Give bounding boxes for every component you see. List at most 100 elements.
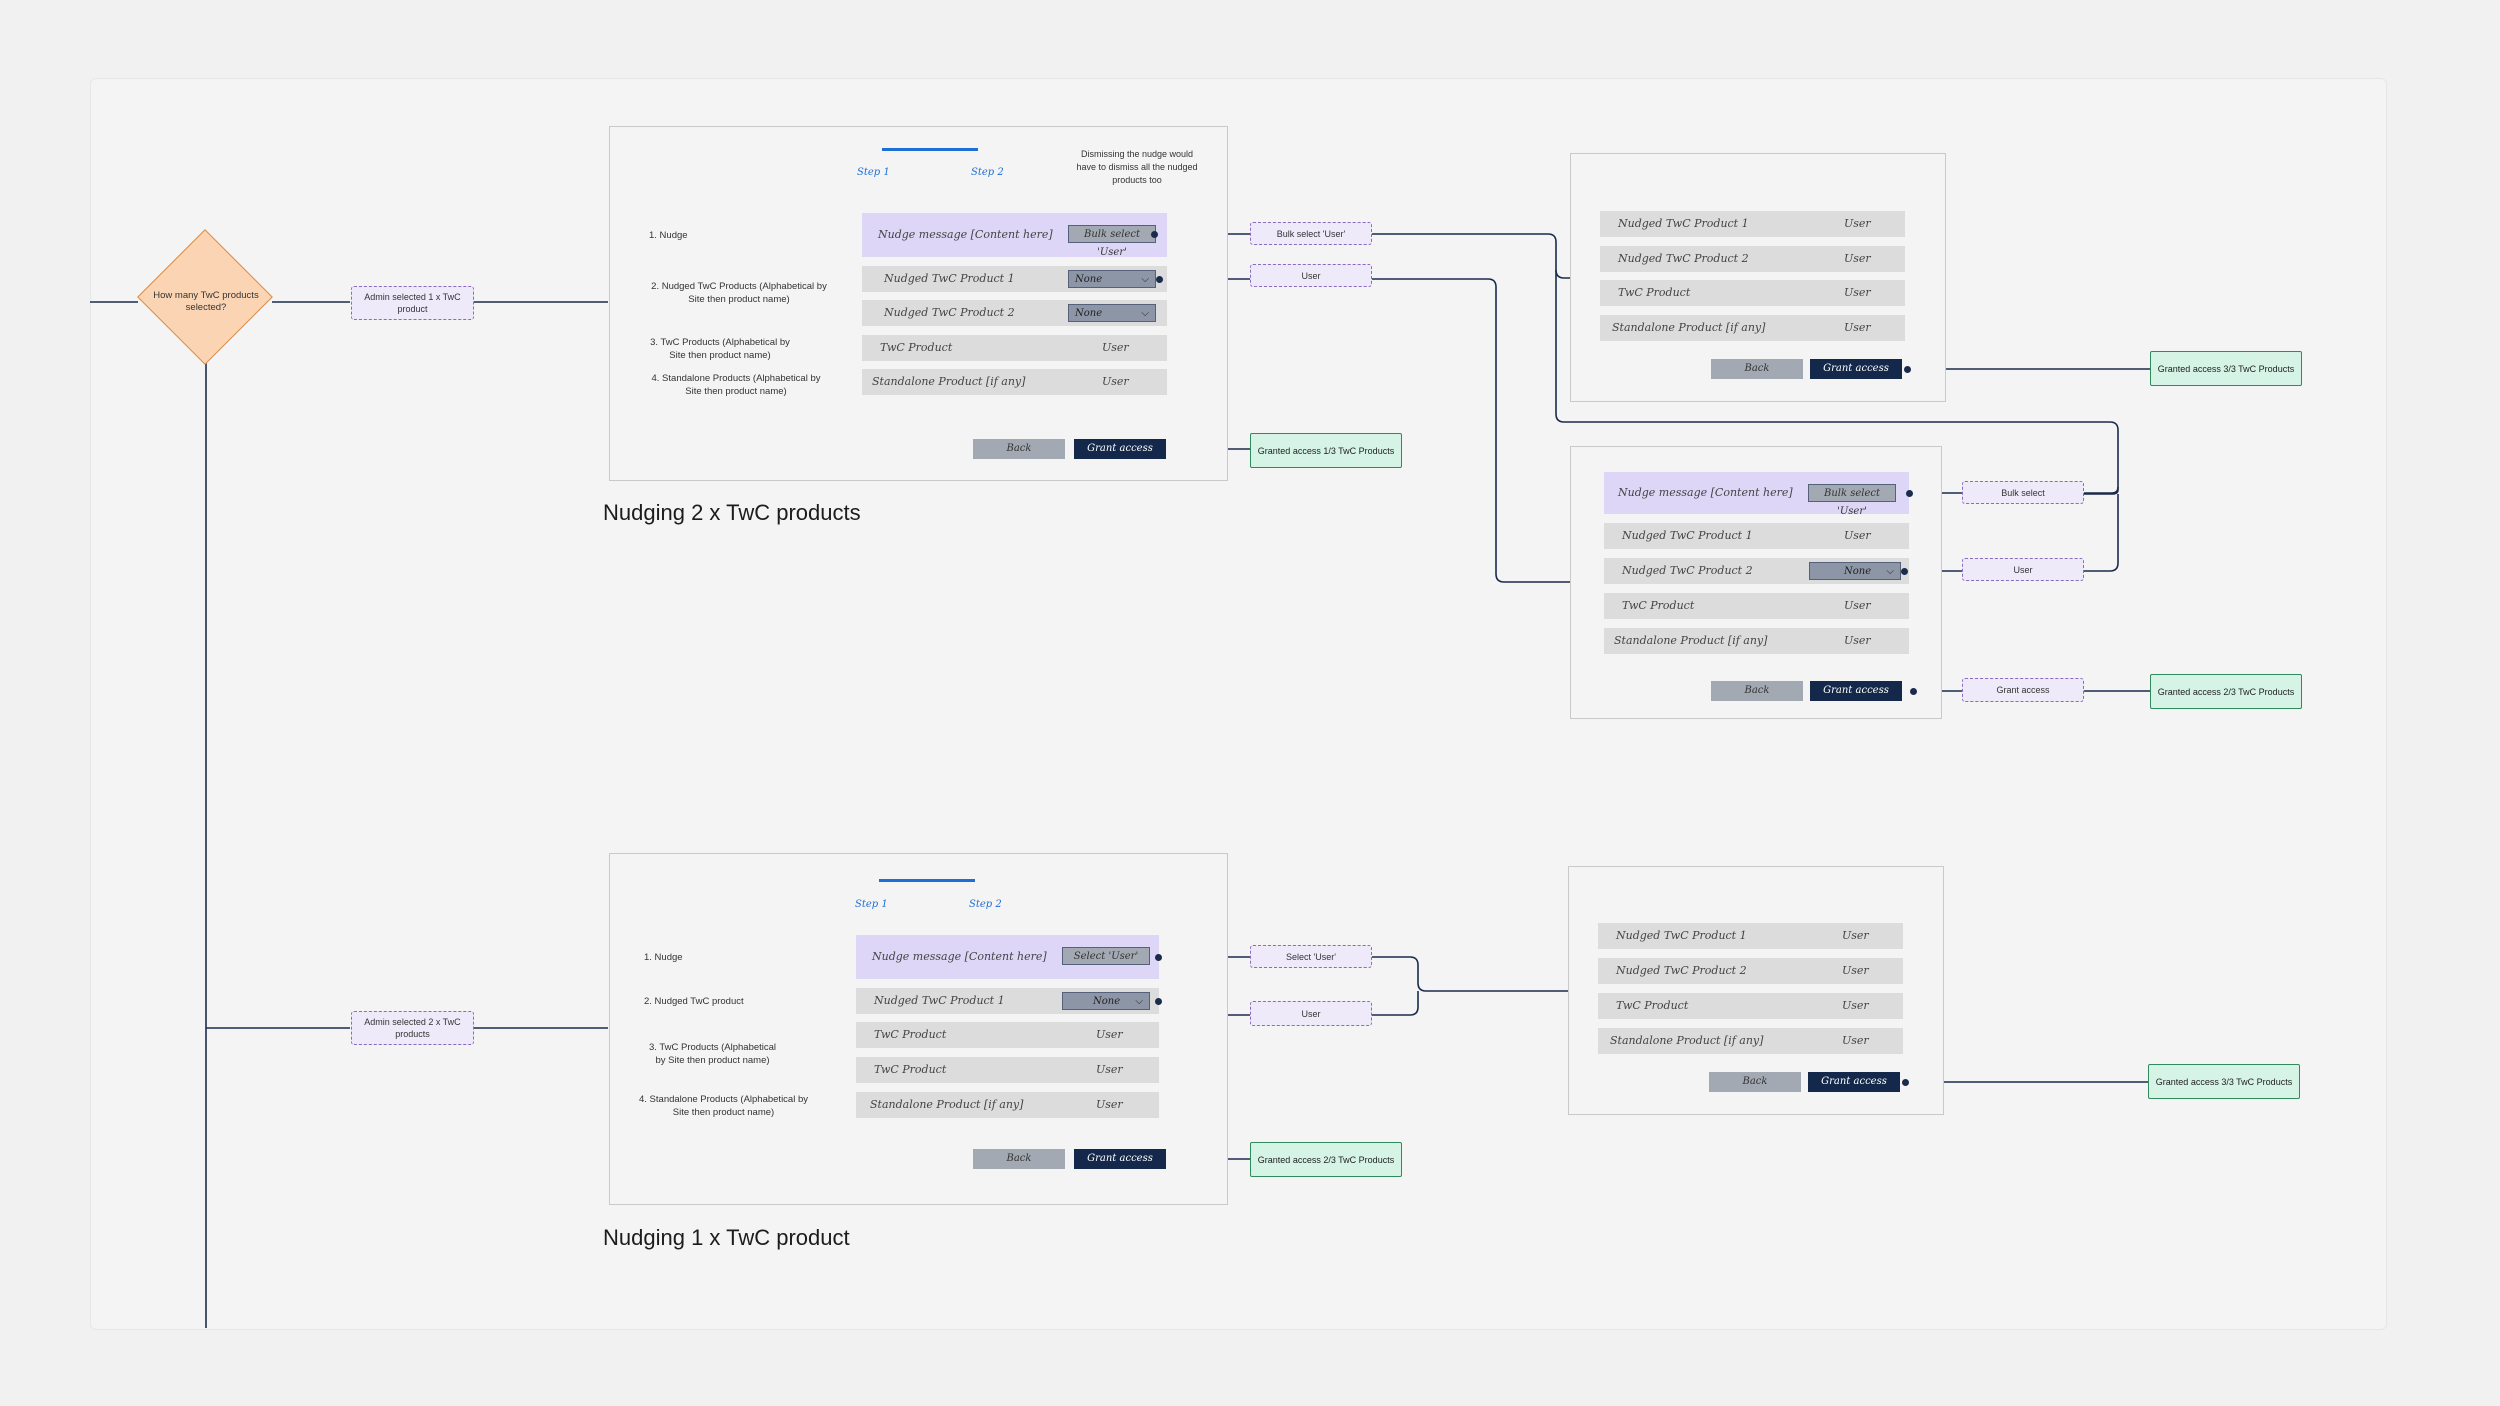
note-user: User — [1962, 558, 2084, 581]
row-name: Nudged TwC Product 1 — [1616, 929, 1747, 942]
row-role: User — [1096, 1098, 1123, 1111]
label-standalone: 4. Standalone Products (Alphabetical by … — [639, 1094, 808, 1118]
row-standalone-product: Standalone Product [if any] User — [1598, 1028, 1903, 1054]
nudge-banner: Nudge message [Content here] Select 'Use… — [856, 935, 1159, 979]
dropdown-value: None — [1844, 566, 1872, 577]
grant-access-button[interactable]: Grant access — [1074, 439, 1166, 459]
step-2-label[interactable]: Step 2 — [971, 167, 1004, 178]
step-1-label[interactable]: Step 1 — [857, 167, 890, 178]
step-1-label[interactable]: Step 1 — [855, 899, 888, 910]
grant-access-button[interactable]: Grant access — [1808, 1072, 1900, 1092]
chevron-down-icon: ⌵ — [1141, 308, 1149, 319]
connector-dot — [1904, 366, 1911, 373]
step-2-label[interactable]: Step 2 — [969, 899, 1002, 910]
row-role: User — [1096, 1028, 1123, 1041]
grant-access-button[interactable]: Grant access — [1810, 359, 1902, 379]
row-nudged-product-2: Nudged TwC Product 2 None ⌵ — [1604, 558, 1909, 584]
row-twc-product: TwC Product User — [856, 1057, 1159, 1083]
role-dropdown[interactable]: None ⌵ — [1062, 992, 1150, 1010]
result-granted-2-3: Granted access 2/3 TwC Products — [1250, 1142, 1402, 1177]
label-standalone: 4. Standalone Products (Alphabetical by … — [651, 373, 821, 397]
row-name: Nudged TwC Product 2 — [884, 306, 1015, 319]
row-name: TwC Product — [1618, 286, 1691, 299]
result-granted-3-3: Granted access 3/3 TwC Products — [2148, 1064, 2300, 1099]
nudge-banner: Nudge message [Content here] Bulk select… — [862, 213, 1167, 258]
back-button[interactable]: Back — [1711, 681, 1803, 701]
note-bulk-select: Bulk select — [1962, 481, 2084, 504]
nudge-message: Nudge message [Content here] — [872, 950, 1047, 963]
row-nudged-product-1: Nudged TwC Product 1 User — [1604, 523, 1909, 549]
connector-dot — [1902, 1079, 1909, 1086]
branch-note-one: Admin selected 2 x TwC products — [351, 1011, 474, 1045]
dropdown-value: None — [1093, 996, 1121, 1007]
dismiss-note: Dismissing the nudge would have to dismi… — [1076, 149, 1198, 185]
row-name: TwC Product — [874, 1028, 947, 1041]
note-grant-access: Grant access — [1962, 678, 2084, 702]
note-bulk-select: Bulk select 'User' — [1250, 222, 1372, 245]
role-dropdown[interactable]: None ⌵ — [1809, 562, 1901, 580]
result-granted-2-3: Granted access 2/3 TwC Products — [2150, 674, 2302, 709]
row-twc-product: TwC Product User — [862, 335, 1167, 361]
row-name: Nudged TwC Product 1 — [884, 272, 1015, 285]
back-button[interactable]: Back — [1709, 1072, 1801, 1092]
row-role: User — [1844, 529, 1871, 542]
decision-text: How many TwC products selected? — [153, 290, 259, 313]
chevron-down-icon: ⌵ — [1886, 566, 1894, 577]
title-nudging-two: Nudging 2 x TwC products — [603, 500, 861, 525]
nudge-banner: Nudge message [Content here] Bulk select… — [1604, 472, 1909, 517]
connector-dot — [1155, 954, 1162, 961]
row-name: Nudged TwC Product 2 — [1622, 564, 1753, 577]
connector-dot — [1906, 490, 1913, 497]
row-role: User — [1842, 999, 1869, 1012]
row-nudged-product-2: Nudged TwC Product 2 None ⌵ — [862, 300, 1167, 326]
grant-access-button[interactable]: Grant access — [1810, 681, 1902, 701]
role-dropdown[interactable]: None ⌵ — [1068, 304, 1156, 322]
back-button[interactable]: Back — [973, 439, 1065, 459]
row-standalone-product: Standalone Product [if any] User — [1604, 628, 1909, 654]
result-granted-1-3: Granted access 1/3 TwC Products — [1250, 433, 1402, 468]
select-user-button[interactable]: Select 'User' — [1062, 947, 1150, 965]
connector-loop — [1555, 270, 2119, 495]
branch-note-two: Admin selected 1 x TwC product — [351, 286, 474, 320]
bulk-select-button[interactable]: Bulk select 'User' — [1808, 484, 1896, 517]
row-standalone-product: Standalone Product [if any] User — [862, 369, 1167, 395]
row-standalone-product: Standalone Product [if any] User — [1600, 315, 1905, 341]
connector-dot — [1156, 276, 1163, 283]
row-nudged-product-1: Nudged TwC Product 1 User — [1600, 211, 1905, 237]
row-twc-product: TwC Product User — [1604, 593, 1909, 619]
row-name: TwC Product — [880, 341, 953, 354]
title-nudging-one: Nudging 1 x TwC product — [603, 1225, 850, 1250]
row-role: User — [1842, 964, 1869, 977]
row-nudged-product-1: Nudged TwC Product 1 User — [1598, 923, 1903, 949]
row-standalone-product: Standalone Product [if any] User — [856, 1092, 1159, 1118]
dropdown-value: None — [1075, 308, 1103, 319]
note-user: User — [1250, 1001, 1372, 1026]
label-nudged-twc: 2. Nudged TwC product — [644, 996, 744, 1007]
label-nudge: 1. Nudge — [649, 230, 688, 241]
result-granted-3-3: Granted access 3/3 TwC Products — [2150, 351, 2302, 386]
row-twc-product: TwC Product User — [856, 1022, 1159, 1048]
step-progress-bar — [879, 879, 975, 882]
chevron-down-icon: ⌵ — [1141, 274, 1149, 285]
row-role: User — [1096, 1063, 1123, 1076]
bulk-select-button[interactable]: Bulk select 'User' — [1068, 225, 1156, 258]
row-name: TwC Product — [1622, 599, 1695, 612]
row-name: Standalone Product [if any] — [870, 1098, 1024, 1111]
role-dropdown[interactable]: None ⌵ — [1068, 270, 1156, 288]
back-button[interactable]: Back — [1711, 359, 1803, 379]
row-twc-product: TwC Product User — [1598, 993, 1903, 1019]
grant-access-button[interactable]: Grant access — [1074, 1149, 1166, 1169]
chevron-down-icon: ⌵ — [1135, 996, 1143, 1007]
connector-dot — [1151, 231, 1158, 238]
row-nudged-product-1: Nudged TwC Product 1 None ⌵ — [862, 266, 1167, 292]
back-button[interactable]: Back — [973, 1149, 1065, 1169]
row-role: User — [1844, 599, 1871, 612]
row-name: Nudged TwC Product 1 — [1618, 217, 1749, 230]
row-role: User — [1842, 929, 1869, 942]
label-twc-products: 3. TwC Products (Alphabetical by Site th… — [648, 1042, 777, 1066]
connector-dot — [1155, 998, 1162, 1005]
note-user: User — [1250, 264, 1372, 287]
dropdown-value: None — [1075, 274, 1103, 285]
row-role: User — [1844, 634, 1871, 647]
row-name: Nudged TwC Product 1 — [874, 994, 1005, 1007]
